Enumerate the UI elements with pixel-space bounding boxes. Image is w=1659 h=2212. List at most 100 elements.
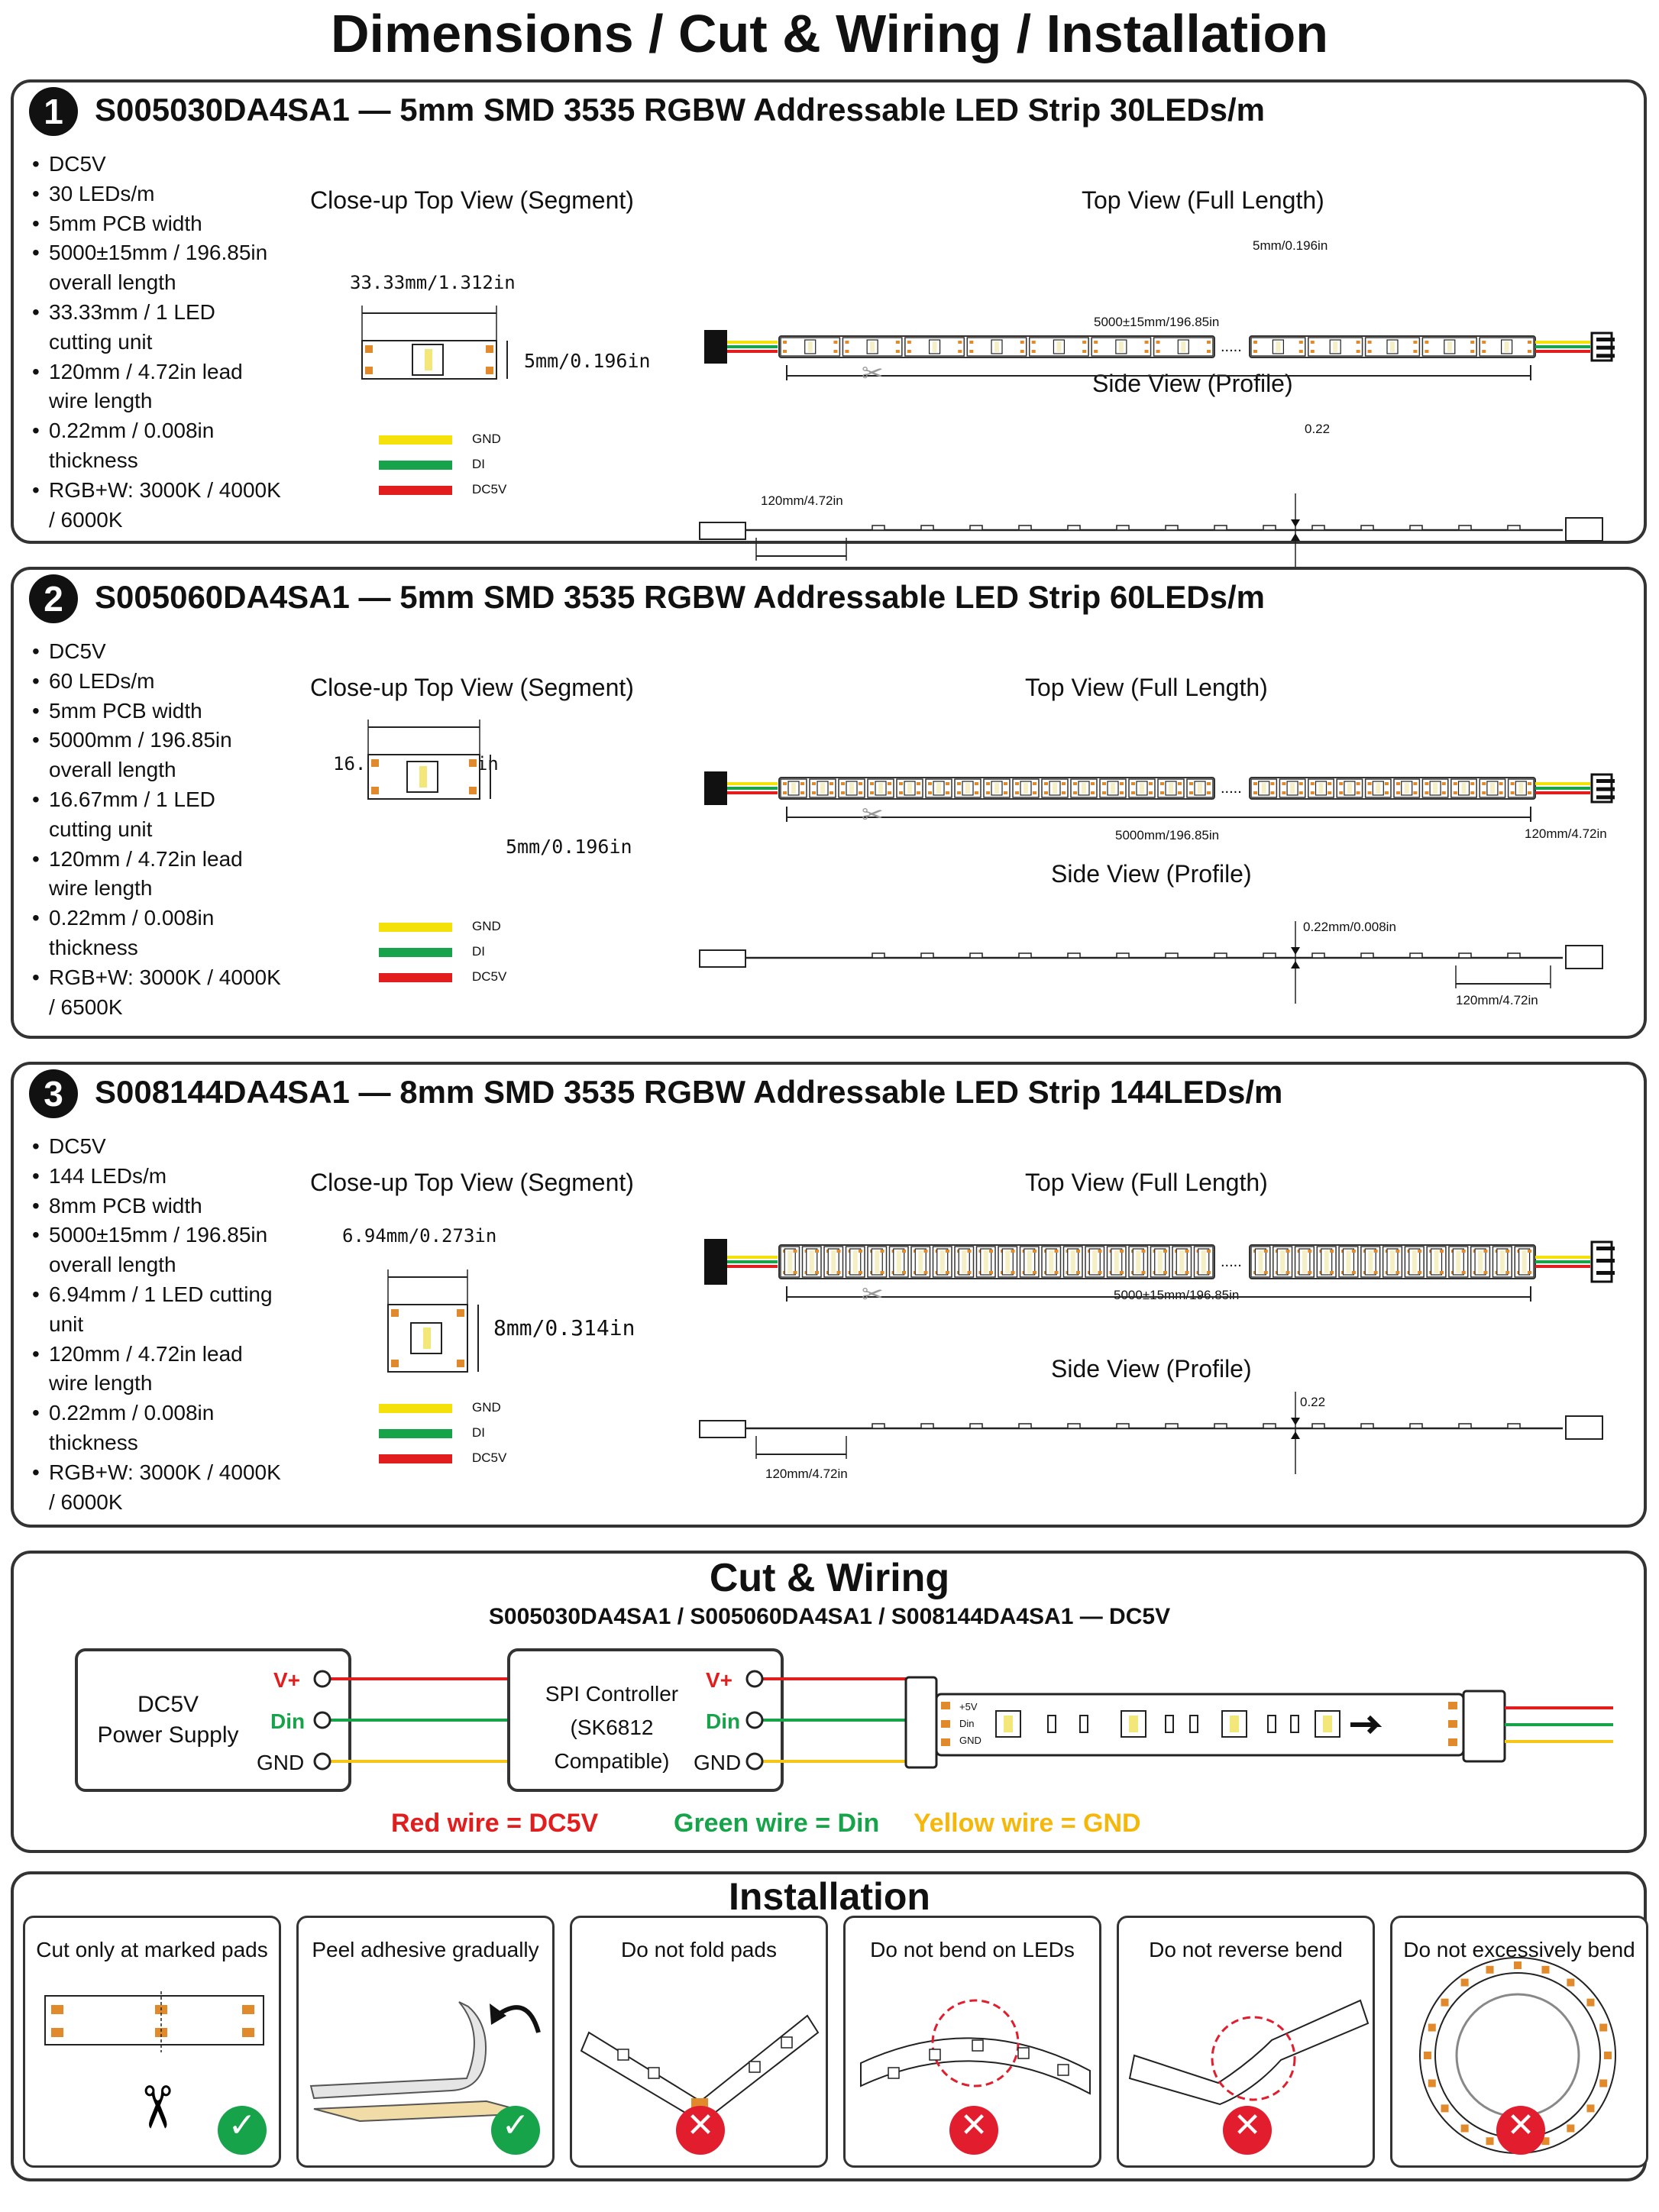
install-illustration [860,1999,1091,2095]
strip-led-1 [842,337,903,357]
output-plug [1590,773,1615,804]
product-drawings: ..... ✂ [387,1239,1615,1474]
top-view-title: Top View (Full Length) [1082,186,1324,214]
install-card-label: Cut only at marked pads [36,1938,268,1961]
input-plug [704,1239,727,1285]
legend-label-gnd: GND [472,432,501,446]
spec-item: 120mm / 4.72in lead wire length [32,1340,284,1399]
psu-din-label: Din [270,1709,306,1733]
key-green-wire: Green wire = Din [674,1809,880,1838]
pad-label-gnd: GND [959,1735,981,1746]
strip-led-10 [1070,778,1098,798]
strip-led-9 [1041,778,1069,798]
strip-led-10 [1470,1246,1491,1278]
spec-item: 60 LEDs/m [32,667,284,697]
strip-led-2 [1308,778,1334,798]
cross-icon: ✕ [949,2106,998,2155]
install-card-label: Do not reverse bend [1149,1938,1343,1961]
strip-led-4 [1364,778,1392,798]
output-plug [1590,331,1615,362]
ctrl-din-label: Din [706,1709,741,1733]
key-yellow-wire: Yellow wire = GND [914,1809,1141,1838]
segment-width-label: 5mm/0.196in [524,350,651,372]
thickness-label: 0.22mm/0.008in [1303,920,1396,934]
top-lead-label: 120mm/4.72in [1525,826,1607,841]
install-card-1: Cut only at marked pads ✂✓ [23,1916,281,2168]
psu-line-1: DC5V [137,1692,199,1717]
top-view-title: Top View (Full Length) [1025,674,1268,701]
legend-bar-di [379,948,452,957]
strip-continuation: ..... [1221,1253,1242,1270]
spec-item: 5000mm / 196.85in overall length [32,726,284,785]
thickness-label: 0.22 [1300,1395,1326,1409]
closeup-view-title: Close-up Top View (Segment) [310,1169,634,1196]
check-icon: ✓ [218,2106,267,2155]
warning-circle [931,1999,1020,2087]
strip-led-6 [910,1246,931,1278]
cross-icon: ✕ [1496,2106,1545,2155]
legend-bar-dc5v [379,486,452,495]
strip-led-3 [1336,778,1363,798]
install-card-5: Do not reverse bend✕ [1117,1916,1375,2168]
strip-led-1 [809,778,836,798]
controller-label: SPI Controller (SK6812 Compatible) [516,1677,707,1778]
strip-led-8 [1012,778,1040,798]
lead-wire-label: 120mm/4.72in [1456,993,1538,1007]
reverse-bent-strip [1128,1999,1370,2106]
coil-inner [1455,1993,1580,2118]
wiring-title: Cut & Wiring [709,1556,950,1600]
strip-led-13 [1157,778,1185,798]
strip-led-1 [1273,1246,1293,1278]
legend-label-gnd: GND [472,1400,501,1415]
install-card-label: Do not bend on LEDs [870,1938,1075,1961]
strip-led-6 [954,778,981,798]
thickness-label: 0.22 [1305,422,1331,436]
scissors-icon: ✂ [862,1279,884,1310]
controller-line-2: (SK6812 Compatible) [554,1716,670,1773]
cut-pad [51,2028,63,2037]
product-drawings: .....✂ [361,306,1615,576]
strip-led-5 [888,1246,909,1278]
strip-led-7 [1450,778,1477,798]
cut-pad [242,2005,254,2014]
solder-pad [486,345,493,353]
segment-length-label: 6.94mm/0.273in [342,1225,497,1247]
legend-bar-gnd [379,923,452,932]
install-illustration: ✂ [44,1991,264,2132]
side-view-title: Side View (Profile) [1092,370,1293,397]
strip-led-5 [1393,778,1421,798]
legend-bar-gnd [379,435,452,445]
strip-led-1 [1279,778,1306,798]
spec-list: DC5V30 LEDs/m5mm PCB width5000±15mm / 19… [32,150,284,535]
strip-led-15 [1106,1246,1127,1278]
strip-led-7 [983,778,1011,798]
strip-led-14 [1186,778,1214,798]
top-length-label: 5000mm/196.85in [1115,828,1220,842]
strip-led-4 [1338,1246,1359,1278]
strip-led-3 [867,778,894,798]
strip-led-9 [1448,1246,1469,1278]
strip-led-0 [1250,1246,1271,1278]
led-phosphor [425,349,432,370]
solder-pad [391,1309,399,1317]
spec-item: 5000±15mm / 196.85in overall length [32,238,284,298]
strip-led-8 [954,1246,975,1278]
side-view-profile [699,1392,1603,1474]
installation-title: Installation [729,1875,930,1918]
led-phosphor [423,1328,431,1349]
strip-led-0 [1250,337,1306,357]
strip-led-4 [867,1246,888,1278]
solder-pad [457,1309,464,1317]
strip-led-4 [1479,337,1534,357]
spec-item: 0.22mm / 0.008in thickness [32,416,284,476]
peel-arrow-icon [497,2005,541,2033]
top-strip-left [778,335,1215,358]
strip-led-3 [966,337,1027,357]
strip-continuation: ..... [1221,338,1242,355]
legend-label-dc5v: DC5V [472,482,507,496]
side-view-title: Side View (Profile) [1051,1355,1252,1382]
bent-strip [860,2037,1091,2095]
spec-item: 5mm PCB width [32,209,284,239]
top-length-label: 5000±15mm/196.85in [1094,315,1220,329]
spec-item: DC5V [32,1132,284,1162]
